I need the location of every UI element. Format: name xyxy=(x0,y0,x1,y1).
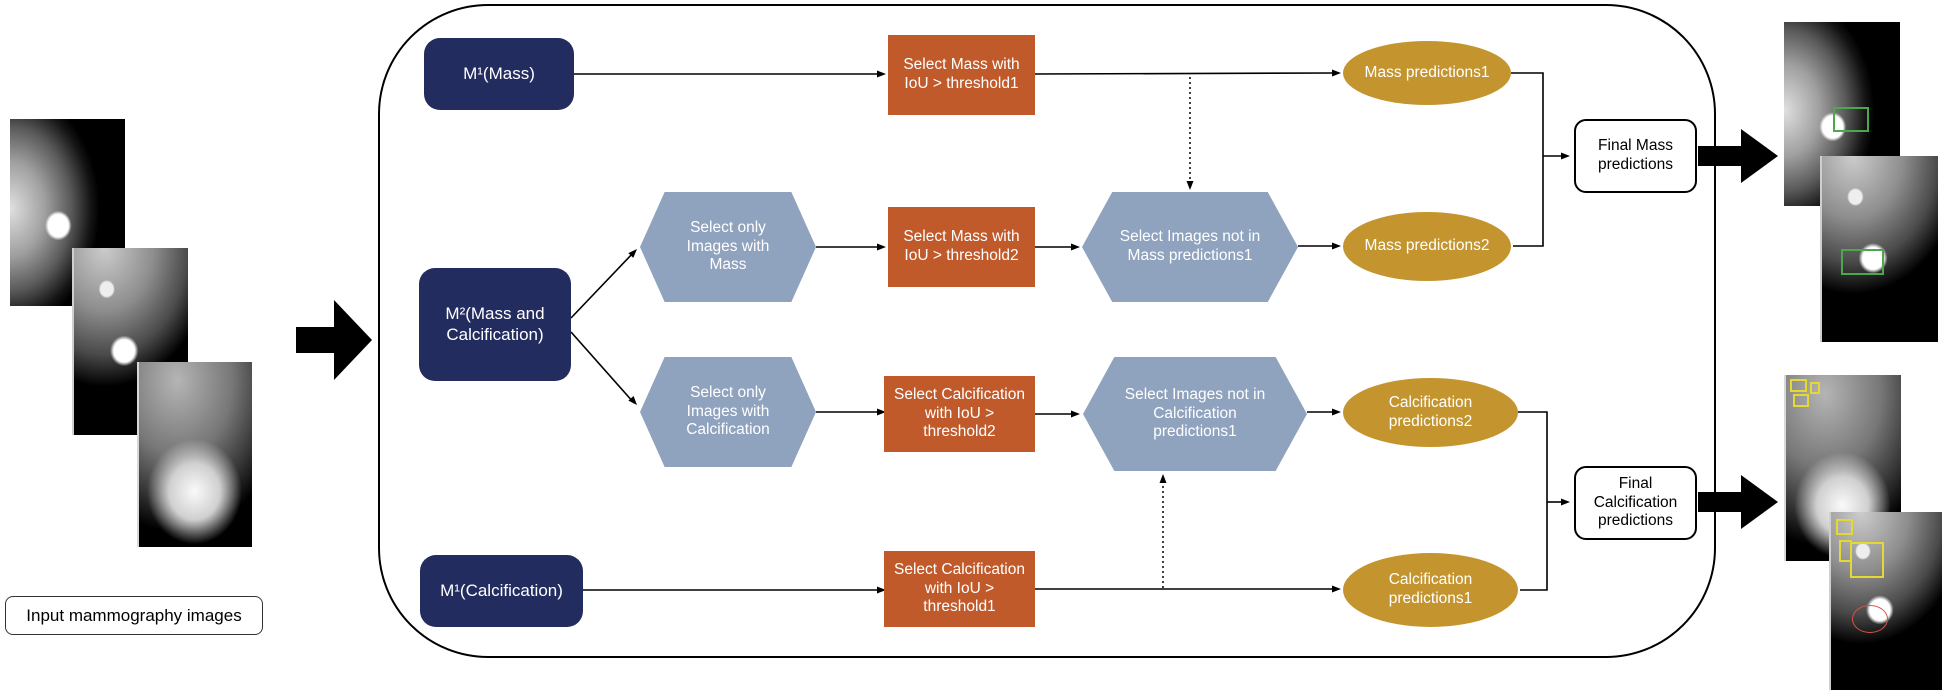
arrowhead xyxy=(1186,181,1194,190)
arrowhead xyxy=(877,70,886,78)
connector-m2-to-hexmass xyxy=(570,251,635,319)
node-calc-predictions1: Calcification predictions1 xyxy=(1343,553,1518,627)
node-select-mass-threshold1: Select Mass with IoU > threshold1 xyxy=(888,35,1035,115)
input-mammogram-3 xyxy=(137,362,252,547)
calcification-bbox xyxy=(1835,519,1853,536)
arrowhead xyxy=(1159,474,1167,483)
arrowhead xyxy=(1332,585,1341,593)
arrowhead xyxy=(1561,152,1570,160)
node-mass-predictions2: Mass predictions2 xyxy=(1343,212,1511,281)
connector-masspreds-merge xyxy=(1511,72,1544,247)
mass-bbox xyxy=(1841,249,1884,276)
calcification-bbox xyxy=(1793,393,1809,407)
arrowhead xyxy=(628,249,637,258)
arrowhead xyxy=(628,396,637,405)
node-calc-predictions2: Calcification predictions2 xyxy=(1343,378,1518,447)
arrowhead xyxy=(877,586,886,594)
calcification-bbox xyxy=(1809,382,1821,394)
mass-output-arrow xyxy=(1698,129,1778,183)
lesion-outline xyxy=(1851,604,1888,634)
node-model-mass: M¹(Mass) xyxy=(424,38,574,110)
arrowhead xyxy=(1561,498,1570,506)
output-mass-mammogram-2 xyxy=(1820,156,1938,342)
node-model-calc: M¹(Calcification) xyxy=(420,555,583,627)
arrowhead xyxy=(1071,410,1080,418)
pipeline-container xyxy=(378,4,1716,658)
calcification-bbox xyxy=(1850,542,1885,578)
node-not-in-mass-pred1: Select Images not in Mass predictions1 xyxy=(1082,192,1298,302)
arrowhead xyxy=(877,408,886,416)
node-select-images-mass: Select only Images with Mass xyxy=(640,192,816,302)
arrowhead xyxy=(877,243,886,251)
node-select-calc-threshold1: Select Calcification with IoU > threshol… xyxy=(884,551,1035,627)
mass-bbox xyxy=(1832,106,1869,133)
calc-output-arrow xyxy=(1698,475,1778,529)
input-images-label: Input mammography images xyxy=(5,596,263,635)
arrowhead xyxy=(1332,408,1341,416)
connector-m2-to-hexcalc xyxy=(570,331,635,404)
node-select-mass-threshold2: Select Mass with IoU > threshold2 xyxy=(888,207,1035,287)
node-model-mass-calc: M²(Mass and Calcification) xyxy=(419,268,571,381)
node-final-calc-predictions: Final Calcification predictions xyxy=(1574,466,1697,540)
connector-calcpreds-merge xyxy=(1518,411,1548,591)
node-mass-predictions1: Mass predictions1 xyxy=(1343,41,1511,105)
node-select-calc-threshold2: Select Calcification with IoU > threshol… xyxy=(884,376,1035,452)
node-not-in-calc-pred1: Select Images not in Calcification predi… xyxy=(1083,357,1307,471)
input-arrow xyxy=(296,300,372,380)
calcification-bbox xyxy=(1789,378,1808,392)
output-calc-mammogram-2 xyxy=(1829,512,1942,690)
connector-selectmass1-to-pred1 xyxy=(1034,72,1335,75)
node-final-mass-predictions: Final Mass predictions xyxy=(1574,119,1697,193)
arrowhead xyxy=(1071,243,1080,251)
arrowhead xyxy=(1332,242,1341,250)
input-mammogram-1 xyxy=(10,119,125,306)
node-select-images-calc: Select only Images with Calcification xyxy=(640,357,816,467)
arrowhead xyxy=(1332,69,1341,77)
